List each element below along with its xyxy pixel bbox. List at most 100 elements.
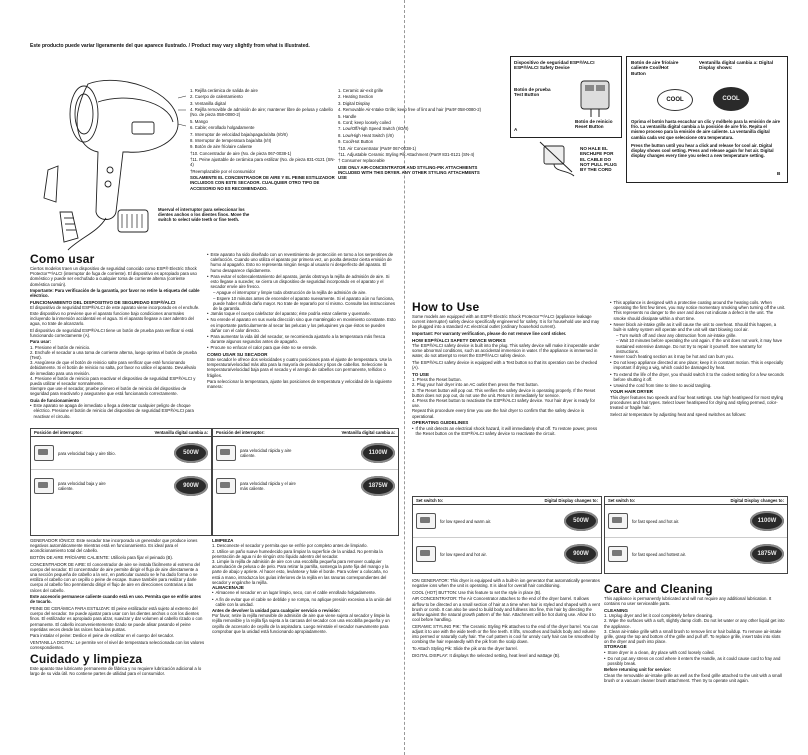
table-header: Ventanilla digital cambia a: — [154, 430, 208, 435]
bullet-item: – Apague el interruptor y limpie toda ob… — [213, 290, 367, 296]
how-to-use-sub1-text2: The ESP®/ALCI safety device is equipped … — [412, 360, 598, 371]
switch-icon — [608, 513, 628, 529]
how-to-use-sub1: HOW ESP®/ALCI SAFETY DEVICE WORKS — [412, 337, 506, 343]
limpieza-item: 1. Desconecte el secador y permita que s… — [212, 543, 368, 549]
part-en-item: 9. Cool/Hot Button — [338, 139, 374, 145]
table-row: para velocidad baja y aire tibio.500W — [31, 437, 211, 470]
after-steps: Siempre que use el secador, pruebe prime… — [30, 386, 187, 397]
como-usar-sub1: FUNCIONAMIENTO DEL DISPOSITIVO DE SEGURI… — [30, 300, 176, 305]
bullet-item: Este aparato ha sido diseñado con un rev… — [210, 252, 394, 273]
feature-item: Para instalar el peine: Deslice el peine… — [30, 633, 175, 639]
step-item: 1. Presione el botón de reinicio. — [30, 344, 91, 350]
bullet-item: Never block air-intake grille as it will… — [613, 321, 777, 333]
switch-icon — [216, 445, 236, 461]
table-row: para velocidad rápida y aire caliente.11… — [213, 437, 398, 470]
bullet-item: This appliance is designed with a protec… — [613, 300, 786, 321]
part-es-item: SOLAMENTE EL CONCENTRADOR DE AIRE Y EL P… — [190, 175, 335, 191]
display-value: 500W — [564, 511, 598, 531]
limpieza-title: LIMPIEZA — [212, 538, 234, 543]
almacenaje-title: ALMACENAJE — [212, 585, 244, 591]
feature-item: GENERADOR IÓNICO: Este secador trae inco… — [30, 538, 198, 554]
part-en-item: 5. Handle — [338, 113, 357, 119]
step-item: 3. The Reset button will pop out. This v… — [412, 387, 596, 398]
feature-item: AIR CONCENTRATOR: The Air Concentrator a… — [412, 596, 600, 623]
feature-item: VENTANILLA DIGITAL: Le permite ver el ni… — [30, 640, 205, 651]
switch-icon — [34, 445, 54, 461]
part-en-item: USE ONLY AIR-CONCENTRATOR AND STYLING-PI… — [338, 164, 480, 181]
part-es-item: 1. Rejilla cerámica de salida de aire — [190, 88, 258, 93]
dryer-text: This dryer features two speeds and four … — [610, 394, 784, 411]
part-es-item: 8. Interruptor de temperatura baja/alta … — [190, 137, 272, 143]
row-label: for fast speed and hottest air. — [632, 551, 687, 557]
bullet-item: Never touch heating section as it may be… — [613, 354, 734, 360]
display-value: 500W — [174, 443, 208, 463]
feature-item: DIGITAL DISPLAY: It displays the selecte… — [412, 652, 561, 658]
how-to-use-section: How to Use Some models are equipped with… — [412, 300, 600, 436]
features-es: GENERADOR IÓNICO: Este secador trae inco… — [30, 538, 206, 678]
table-header: Set switch to: — [416, 498, 444, 503]
cleaning-item: 3. Clean air-intake grille with a small … — [604, 628, 782, 645]
feature-item: ION GENERATOR: This dryer is equipped wi… — [412, 578, 600, 589]
part-es-item: 4. Rejilla removible de admisión de aire… — [190, 107, 333, 118]
secador-text2: Para seleccionar la temperatura, ajuste … — [207, 379, 392, 390]
figure-letter-b: B — [777, 171, 781, 176]
slide-note: Muerval el interruptor para seleccionar … — [158, 207, 250, 223]
step-item: 3. Asegúrese de que el botón de reinicio… — [30, 360, 197, 376]
care-intro: This appliance is permanently lubricated… — [604, 596, 772, 607]
row-label: for low speed and hot air. — [440, 551, 487, 557]
rejilla-text: Por favor, retire la rejilla removible d… — [212, 613, 390, 634]
reset-button-label: Botón de reinicio Reset Button — [575, 119, 613, 130]
parts-list-en: 1. Ceramic air-exit grille 2. Heating Se… — [338, 88, 488, 181]
limpieza-item: 3. Limpie la rejilla de admisión de aire… — [212, 559, 389, 585]
plug-warning: NO HALE EL ENCHUFE POR EL CABLE DO NOT P… — [580, 146, 617, 173]
to-use-title: TO USE — [412, 371, 430, 377]
cuidado-text: Este aparato trae lubricante permanente … — [30, 665, 202, 676]
plug-box-a: Dispositivo de seguridad ESP®/ALCI ESP®/… — [510, 56, 622, 138]
cool-es-text: Oprima el botón hasta escuchar un clic y… — [631, 119, 781, 140]
hair-dryer-illustration — [43, 79, 187, 251]
row-label: para velocidad rápida y aire caliente. — [240, 448, 292, 458]
step-item: 4. Presione el botón de reinicio para re… — [30, 375, 196, 387]
parts-list-es: 1. Rejilla cerámica de salida de aire 2.… — [190, 88, 335, 192]
repeat-text: Repeat this procedure every time you use… — [412, 408, 585, 419]
how-to-use-important: Important: For warranty verification, pl… — [412, 331, 567, 336]
part-en-item: 1. Ceramic air-exit grille — [338, 88, 384, 93]
figure-letter-a: A — [514, 127, 518, 132]
table-header: Digital Display changes to: — [544, 498, 598, 503]
digital-display: COOL — [713, 87, 749, 111]
feature-item: PEINE DE CERÁMICA PARA ESTILIZAR: El pei… — [30, 606, 203, 632]
bullet-item: – Wait 10 minutes before operating the u… — [616, 338, 783, 354]
esp-plug-icon — [580, 80, 610, 117]
table-row: for fast speed and hot air.1100W — [605, 505, 787, 538]
part-en-item: 8. Low/High Heat Switch (I/II) — [338, 132, 394, 138]
step-item: 1. Press the Reset button. — [412, 377, 462, 383]
part-en-item: †10. Air Concentrator (Part# 067-0038-1) — [338, 145, 417, 151]
before-text: Clean the removable air-intake grille as… — [604, 672, 782, 683]
cool-button-label: Botón de aire frío/aire caliente Cool/Ho… — [631, 60, 679, 76]
switch-icon — [608, 546, 628, 562]
row-label: for low speed and warm air. — [440, 518, 492, 524]
feature-item: COOL (HOT) BUTTON: Use this feature to s… — [412, 589, 542, 595]
part-en-item: 7. Low/Off/High Speed Switch (I/O/II) — [338, 126, 409, 132]
row-label: para velocidad baja y aire caliente. — [58, 481, 106, 491]
dryer-text2: Select air temperature by adjusting heat… — [610, 411, 747, 417]
table-row: para velocidad rápida y el aire más cali… — [213, 470, 398, 502]
guia-title: Guía de funcionamiento — [30, 398, 79, 404]
part-es-item: 6. Cable; enrollado holgadamente — [190, 125, 255, 131]
cleaning-item: 2. Wipe the surfaces with a soft, slight… — [604, 618, 785, 629]
storage-item: Store dryer in a clean, dry place with c… — [607, 649, 715, 655]
como-usar-sub1-text2: El dispositivo de seguridad ESP®/ALCI ti… — [30, 327, 194, 338]
part-en-item: 4. Removable Air-Intake Grille; keep fre… — [338, 107, 482, 113]
features-en: ION GENERATOR: This dryer is equipped wi… — [412, 578, 600, 659]
bullet-item: To extend the life of the dryer, you sho… — [613, 371, 784, 382]
bullet-item: – Espere 10 minutos antes de encender el… — [213, 295, 395, 312]
settings-table-en-left: Set switch to: Digital Display changes to… — [412, 496, 602, 574]
switch-icon — [416, 546, 436, 562]
feature-item: CONCENTRADOR DE AIRE: El concentrador de… — [30, 561, 201, 593]
care-title: Care and Cleaning — [604, 582, 713, 596]
bullet-item: No enrede el aparato en sus vuela direcc… — [210, 317, 396, 333]
almacenaje-item: A fin de evitar que el cable se deblide … — [215, 596, 392, 607]
feature-item: BOTÓN DE AIRE FRÍO/AIRE CALIENTE: Utilíc… — [30, 555, 174, 560]
column-2-es: •Este aparato ha sido diseñado con un re… — [207, 252, 396, 390]
